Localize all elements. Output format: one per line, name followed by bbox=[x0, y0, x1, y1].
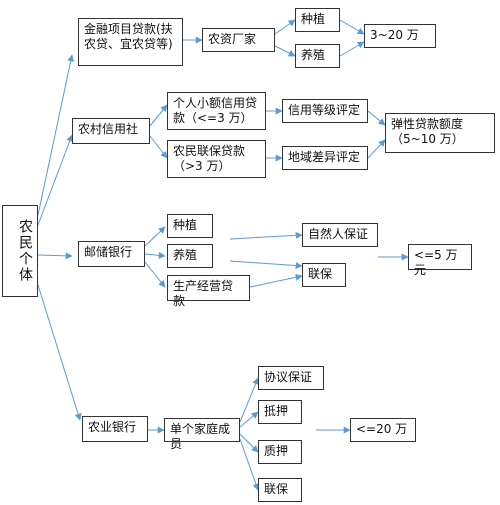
node-youchu-lianbao: 联保 bbox=[302, 263, 346, 287]
node-nongxin-diyu: 地域差异评定 bbox=[282, 146, 368, 170]
edge-yangzhi-amount bbox=[339, 41, 365, 57]
node-youchu-zhongzhi: 种植 bbox=[167, 214, 213, 238]
edge-shengchan-lianbao bbox=[249, 273, 303, 288]
root-node: 农民个体 bbox=[2, 205, 38, 297]
edge-supplier-zhongzhi bbox=[274, 19, 296, 35]
edge-youchu-yangzhi bbox=[144, 251, 166, 259]
edge-root-nongxin bbox=[37, 134, 74, 226]
node-nongxin-amount: 弹性贷款额度（5~10 万） bbox=[385, 113, 495, 153]
node-jinrong-yangzhi: 养殖 bbox=[295, 44, 340, 68]
node-jinrong: 金融项目贷款(扶农贷、宜农贷等) bbox=[78, 18, 183, 66]
edge-zhongzhi-amount bbox=[339, 19, 365, 35]
node-nongye-lianbao: 联保 bbox=[258, 478, 302, 502]
edge-jiating-xieyi bbox=[239, 377, 259, 423]
node-nongye-amount: <=20 万 bbox=[350, 418, 416, 442]
node-youchu-shengchan: 生产经营贷款 bbox=[167, 275, 250, 308]
edge-youchu-zhongzhi bbox=[144, 226, 166, 247]
node-nongye: 农业银行 bbox=[82, 416, 148, 442]
node-nongye-xieyi: 协议保证 bbox=[258, 366, 324, 390]
node-nongye-zhiya: 质押 bbox=[258, 440, 302, 464]
edge-youchu-shengchan bbox=[144, 261, 166, 288]
edge-nongxin-xiaoe bbox=[149, 104, 168, 127]
edge-xinyong-amount bbox=[367, 110, 386, 126]
node-nongye-jiating: 单个家庭成员 bbox=[164, 418, 240, 451]
node-jinrong-supplier: 农资厂家 bbox=[202, 28, 275, 52]
node-youchu-ziran: 自然人保证 bbox=[302, 223, 378, 247]
edge-yangzhi-lianbao bbox=[229, 260, 303, 270]
node-nongye-diya: 抵押 bbox=[258, 400, 302, 424]
edge-supplier-yangzhi bbox=[274, 45, 296, 57]
edge-root-nongye bbox=[37, 284, 82, 421]
node-nongxin-lianbao: 农民联保贷款（>3 万） bbox=[167, 140, 266, 178]
edge-jiating-diya bbox=[239, 411, 259, 428]
node-jinrong-amount: 3~20 万 bbox=[364, 24, 436, 48]
node-nongxin: 农村信用社 bbox=[72, 118, 150, 144]
edge-diyu-amount bbox=[367, 139, 386, 159]
node-nongxin-xinyong: 信用等级评定 bbox=[282, 99, 368, 123]
node-youchu: 邮储银行 bbox=[78, 241, 145, 267]
edge-zhongzhi-ziran bbox=[229, 231, 303, 240]
edge-jiating-zhiya bbox=[239, 433, 259, 453]
node-youchu-yangzhi: 养殖 bbox=[167, 244, 213, 268]
node-youchu-amount: <=5 万元 bbox=[408, 244, 472, 277]
edge-root-youchu bbox=[37, 252, 73, 260]
node-nongxin-xiaoe: 个人小额信用贷款（<=3 万） bbox=[167, 92, 266, 130]
edge-root-jinrong bbox=[37, 54, 75, 216]
edge-jiating-lianbao bbox=[239, 438, 260, 491]
edge-nongxin-lianbao bbox=[149, 135, 168, 159]
node-jinrong-zhongzhi: 种植 bbox=[295, 8, 340, 32]
